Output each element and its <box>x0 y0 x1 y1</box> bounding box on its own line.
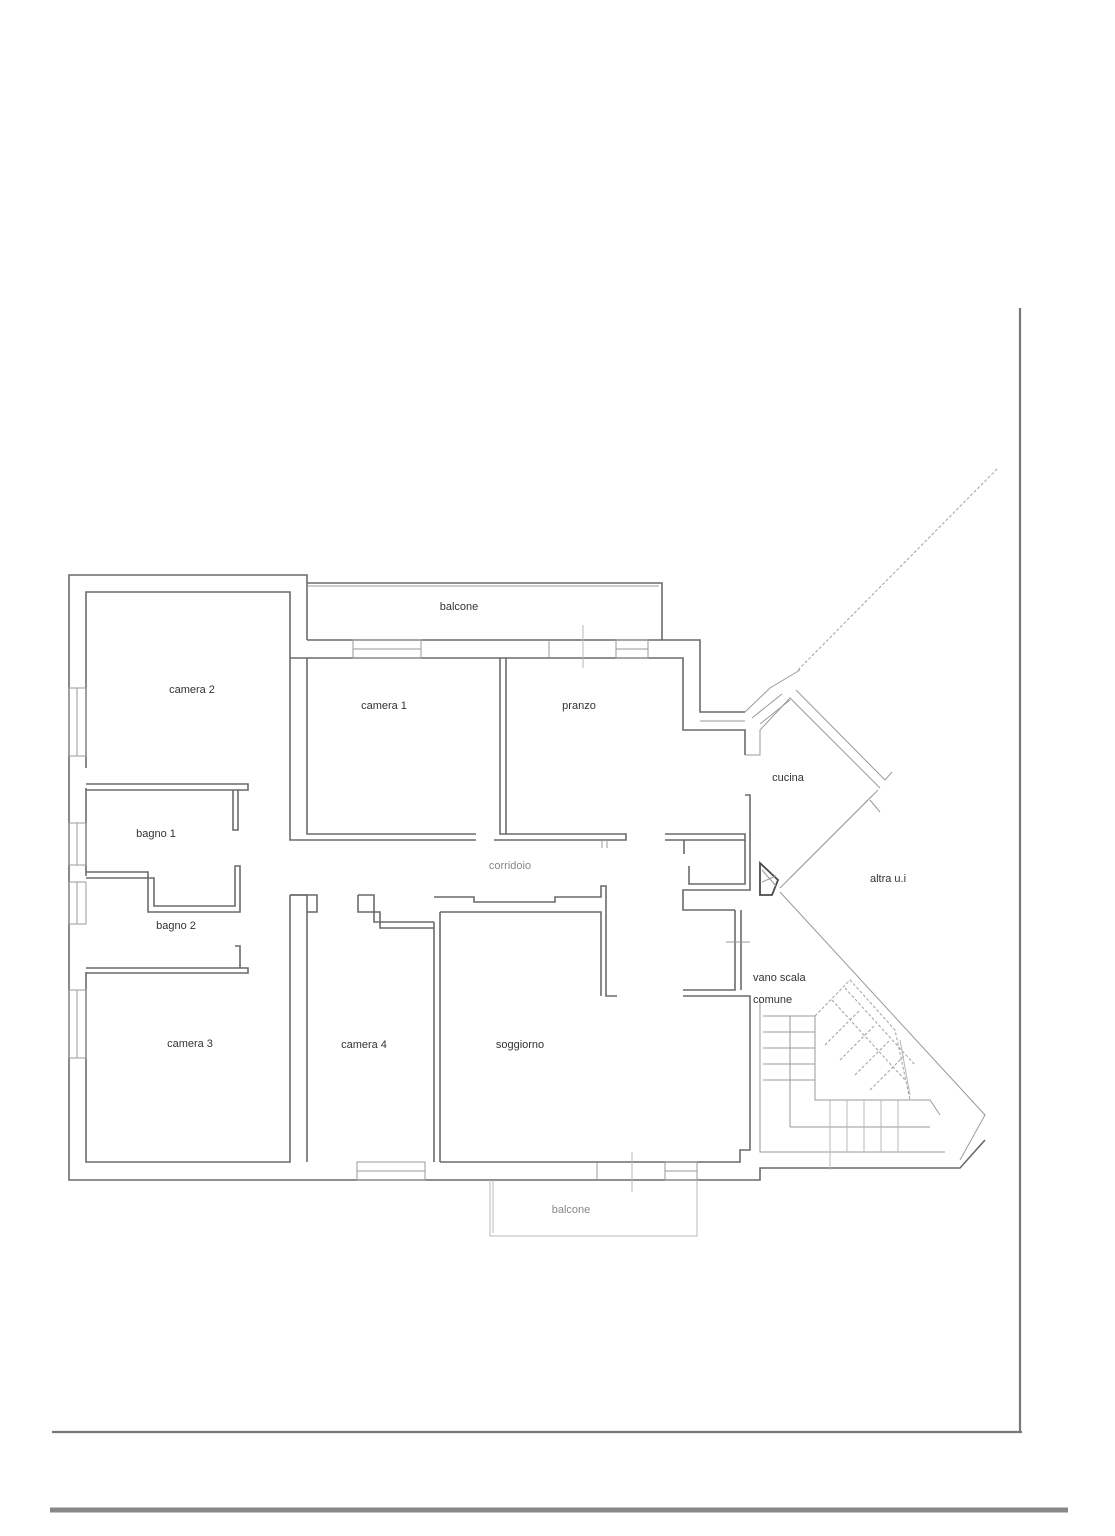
interior-walls <box>86 658 751 1237</box>
room-label-pranzo: pranzo <box>562 700 596 712</box>
page-frame <box>50 308 1068 1513</box>
room-label-balcone-bottom: balcone <box>551 1204 591 1216</box>
stair-label-line1: vano scala <box>753 972 806 984</box>
stair-label-line2: comune <box>753 994 793 1006</box>
room-label-altra-ui: altra u.i <box>869 873 907 885</box>
room-label-camera-1: camera 1 <box>361 700 407 712</box>
room-label-bagno-2: bagno 2 <box>156 920 196 932</box>
room-label-camera-3: camera 3 <box>167 1038 213 1050</box>
kitchen-walls <box>744 467 999 896</box>
room-label-bagno-1: bagno 1 <box>136 828 176 840</box>
room-label-camera-2: camera 2 <box>169 684 215 696</box>
room-label-corridoio: corridoio <box>488 860 532 872</box>
left-wall-windows <box>68 687 87 1059</box>
room-label-soggiorno: soggiorno <box>495 1039 545 1051</box>
room-label-cucina: cucina <box>772 772 804 784</box>
room-label-balcone-top: balcone <box>439 601 479 613</box>
room-label-camera-4: camera 4 <box>341 1039 387 1051</box>
outer-walls <box>68 574 986 1181</box>
stair-area <box>759 891 986 1170</box>
stair-label: vano scala comune <box>753 962 806 1017</box>
